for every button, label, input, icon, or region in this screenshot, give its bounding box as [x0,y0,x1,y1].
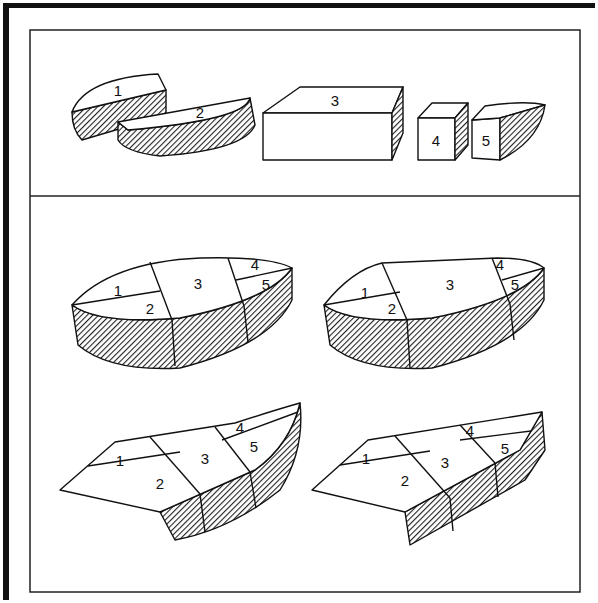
callout-number: 4 [466,423,474,438]
callout-number: 2 [146,301,154,316]
callout-number: 5 [511,277,519,292]
callout-number: 3 [194,276,202,291]
callout-number: 4 [496,257,504,272]
callout-number: 1 [114,283,122,298]
callout-number: 5 [262,277,270,292]
callout-number: 1 [116,453,124,468]
callout-number: 3 [331,93,339,108]
callout-number: 2 [401,473,409,488]
callout-number: 5 [250,439,258,454]
callout-number: 1 [361,285,369,300]
callout-number: 4 [236,420,244,435]
callout-number: 5 [501,441,509,456]
callout-number: 2 [196,105,204,120]
callout-number: 1 [114,83,122,98]
callout-number: 1 [362,451,370,466]
callout-number: 3 [201,451,209,466]
callout-number: 5 [482,133,490,148]
callout-number: 4 [432,133,440,148]
callout-number: 2 [388,301,396,316]
callout-number: 3 [446,277,454,292]
callout-number: 3 [441,455,449,470]
callout-number: 4 [251,257,259,272]
callout-number: 2 [156,476,164,491]
